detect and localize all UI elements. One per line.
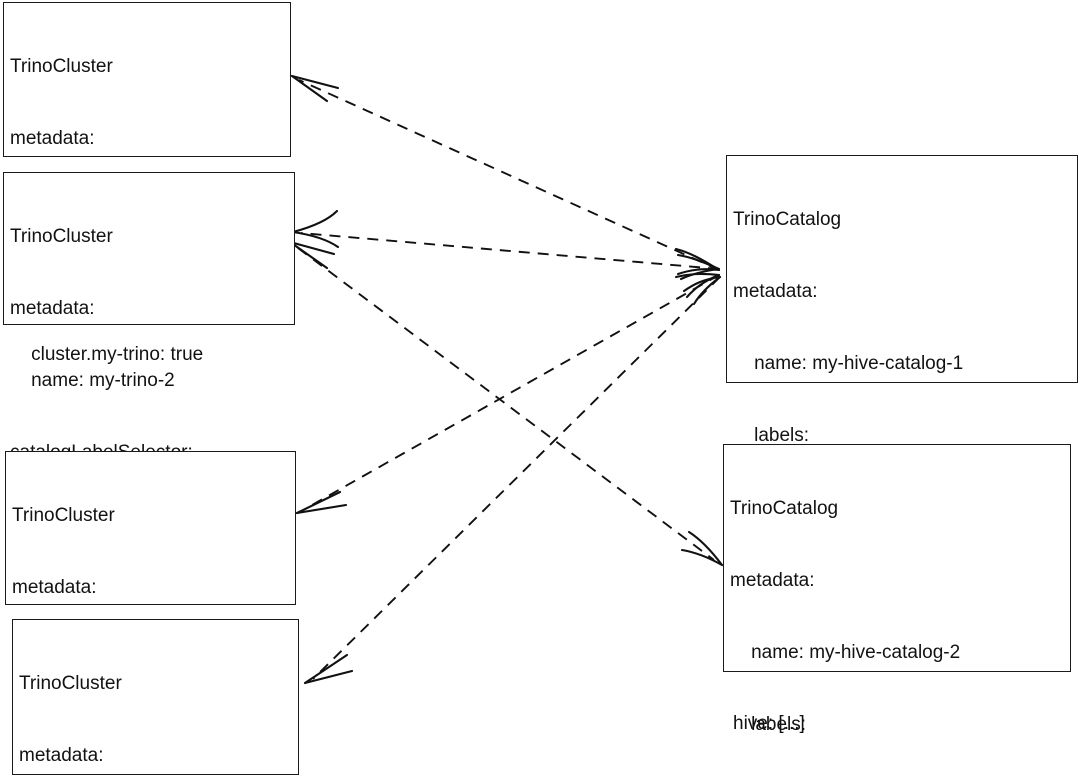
node-line: metadata:	[10, 298, 95, 319]
node-line: TrinoCatalog	[730, 498, 839, 519]
edge-catalog1-to-my-trino-green	[303, 275, 722, 685]
node-trinocatalog-my-hive-catalog-2[interactable]: TrinoCatalog metadata: name: my-hive-cat…	[723, 444, 1071, 735]
node-line: metadata:	[12, 577, 97, 598]
node-line: hive: [...]	[733, 713, 805, 734]
node-line: metadata:	[730, 570, 815, 591]
node-trinocluster-my-trino-blue[interactable]: TrinoCluster metadata: name: my-trino-bl…	[5, 451, 296, 742]
node-trinocatalog-my-hive-catalog-1[interactable]: TrinoCatalog metadata: name: my-hive-cat…	[726, 155, 1078, 734]
node-line: TrinoCluster	[10, 226, 113, 247]
node-line: TrinoCluster	[12, 505, 115, 526]
node-trinocluster-my-trino-2[interactable]: TrinoCluster metadata: name: my-trino-2 …	[3, 172, 295, 535]
node-line: name: my-hive-catalog-2	[730, 642, 961, 663]
node-trinocluster-my-trino-green[interactable]: TrinoCluster metadata: name: my-trino-gr…	[12, 619, 299, 775]
edge-catalog1-to-my-trino	[290, 74, 721, 276]
edge-my-trino-2-to-catalog2	[288, 240, 724, 567]
node-trinocluster-my-trino-green-text: TrinoCluster metadata: name: my-trino-gr…	[13, 620, 298, 775]
node-line: TrinoCluster	[10, 56, 113, 77]
node-line: TrinoCluster	[19, 673, 122, 694]
node-line: labels:	[733, 425, 810, 446]
node-line: labels:	[730, 714, 807, 735]
edge-catalog1-to-my-trino-2	[291, 209, 721, 281]
node-line: name: my-hive-catalog-1	[733, 353, 964, 374]
node-line: cluster.my-trino: true	[10, 344, 204, 365]
node-line: name: my-trino-2	[10, 370, 175, 391]
edge-catalog1-to-my-trino-blue	[295, 272, 721, 515]
node-line: metadata:	[733, 281, 818, 302]
node-trinocatalog-my-hive-catalog-2-text: TrinoCatalog metadata: name: my-hive-cat…	[724, 445, 1070, 775]
node-line: metadata:	[19, 745, 104, 766]
node-line: metadata:	[10, 128, 95, 149]
node-line: TrinoCatalog	[733, 209, 842, 230]
node-trinocluster-my-trino[interactable]: TrinoCluster metadata: name: my-trino ca…	[3, 2, 291, 365]
